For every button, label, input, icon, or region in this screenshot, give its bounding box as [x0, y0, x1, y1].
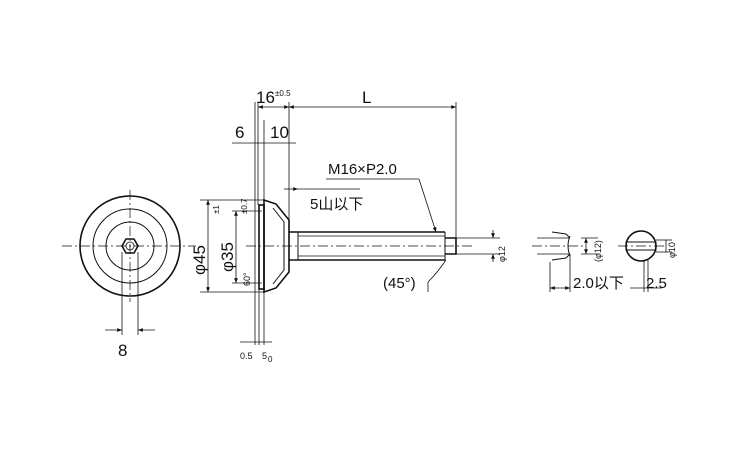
gap-5-label: 5 — [262, 351, 267, 361]
pad-circle — [92, 208, 168, 284]
detail-chamfer-bottom — [551, 253, 571, 261]
phi12-label: φ12 — [497, 246, 507, 262]
chamfer-angle-label: (45°) — [383, 275, 416, 292]
hex-socket-bore — [125, 241, 135, 251]
shank-diameter-dimension: φ12 — [456, 230, 507, 262]
dim-16-label: 16 — [256, 88, 275, 107]
dim-25-label: 2.5 — [646, 275, 667, 292]
end-view — [62, 190, 196, 302]
paren12-label: (φ12) — [593, 240, 603, 262]
incomplete-thread-label: 5山以下 — [310, 196, 363, 213]
angle-60-label: 60° — [242, 272, 252, 286]
dim-16-tolerance: ±0.5 — [275, 89, 291, 98]
dim-20-label: 2.0以下 — [573, 275, 624, 292]
dim-10-label: 10 — [270, 123, 289, 142]
hex-width-label: 8 — [118, 341, 127, 360]
phi10-label: φ10 — [667, 242, 677, 258]
dim-6-label: 6 — [235, 123, 244, 142]
thread-spec-label: M16×P2.0 — [328, 161, 397, 178]
detail-chamfer-top — [551, 231, 571, 239]
dia45-label: φ45 — [190, 245, 209, 275]
side-view — [246, 198, 472, 294]
dog-point — [445, 237, 457, 255]
thread-leader — [418, 178, 437, 233]
hex-socket — [121, 238, 139, 254]
dia35-label: φ35 — [218, 242, 237, 272]
dia35-tolerance: ±0.7 — [240, 198, 249, 214]
inner-circle — [105, 221, 155, 271]
pad-gap-dimensions: 0.5 5 0 — [240, 289, 273, 364]
gap-5-sup: 0 — [268, 355, 273, 364]
outer-flange-circle — [79, 195, 181, 297]
chamfer-arc — [427, 259, 447, 283]
dog-point-end-view: 2.5 φ10 — [618, 230, 677, 292]
chamfer-callout: (45°) — [383, 259, 447, 292]
hex-width-dimension: 8 — [105, 252, 155, 360]
top-dimensions: 16 ±0.5 L 6 10 — [232, 88, 457, 238]
dim-L-label: L — [362, 88, 371, 107]
flange-inner-edge — [272, 207, 285, 285]
thread-callout: M16×P2.0 5山以下 — [284, 161, 437, 233]
gap-05-label: 0.5 — [240, 351, 253, 361]
dia45-tolerance: ±1 — [212, 205, 221, 214]
diameter-dimensions: φ45 ±1 φ35 ±0.7 60° — [190, 198, 264, 293]
dog-point-detail: 2.0以下 (φ12) — [532, 231, 624, 292]
